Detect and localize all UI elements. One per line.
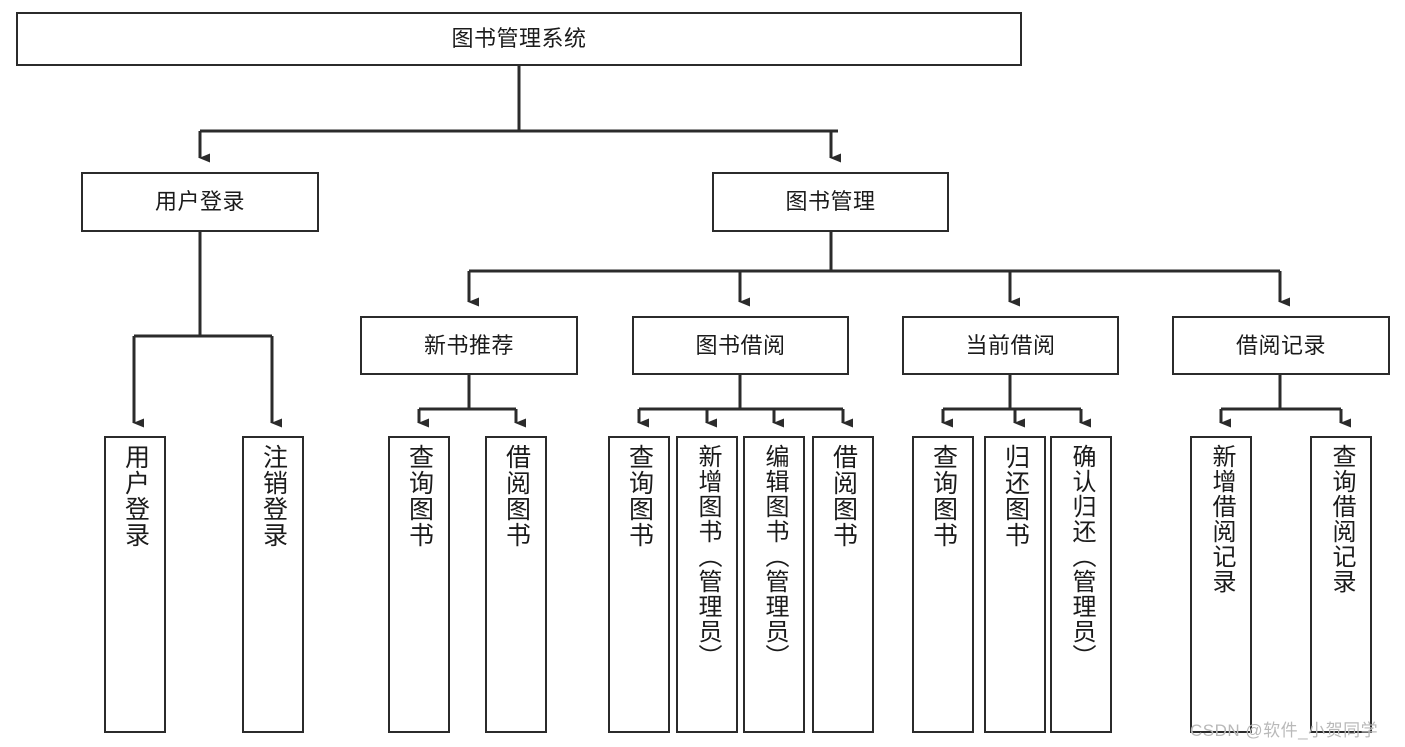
node-user-login[interactable]: 用户登录 — [81, 172, 319, 232]
node-label: 图书管理系统 — [451, 26, 587, 52]
node-label: 确认归还（管理员） — [1068, 444, 1095, 669]
node-label: 查询图书 — [405, 444, 434, 548]
node-label: 用户登录 — [154, 189, 245, 215]
node-book-borrow[interactable]: 图书借阅 — [632, 316, 849, 375]
node-label: 查询借阅记录 — [1328, 444, 1355, 594]
node-label: 查询图书 — [625, 444, 654, 548]
node-label: 查询图书 — [929, 444, 958, 548]
node-label: 编辑图书（管理员） — [761, 444, 788, 669]
leaf-query-borrow-record[interactable]: 查询借阅记录 — [1310, 436, 1372, 733]
node-current-borrow[interactable]: 当前借阅 — [902, 316, 1119, 375]
leaf-user-login[interactable]: 用户登录 — [104, 436, 166, 733]
leaf-query-book-newbook[interactable]: 查询图书 — [388, 436, 450, 733]
leaf-add-borrow-record[interactable]: 新增借阅记录 — [1190, 436, 1252, 733]
node-label: 新增图书（管理员） — [694, 444, 721, 669]
node-label: 借阅图书 — [829, 444, 858, 548]
node-root-system[interactable]: 图书管理系统 — [16, 12, 1022, 66]
leaf-query-book-current[interactable]: 查询图书 — [912, 436, 974, 733]
leaf-borrow-book-newbook[interactable]: 借阅图书 — [485, 436, 547, 733]
node-label: 图书借阅 — [695, 332, 786, 358]
node-label: 当前借阅 — [965, 332, 1056, 358]
node-new-book-recommend[interactable]: 新书推荐 — [360, 316, 578, 375]
node-label: 新书推荐 — [423, 332, 514, 358]
node-label: 用户登录 — [121, 444, 150, 548]
node-label: 归还图书 — [1001, 444, 1030, 548]
node-label: 图书管理 — [785, 189, 876, 215]
node-label: 借阅图书 — [502, 444, 531, 548]
csdn-watermark: CSDN @软件_小贺同学 — [1190, 721, 1379, 740]
leaf-logout[interactable]: 注销登录 — [242, 436, 304, 733]
leaf-edit-book-admin[interactable]: 编辑图书（管理员） — [743, 436, 805, 733]
node-label: 注销登录 — [259, 444, 288, 548]
node-label: 借阅记录 — [1235, 332, 1326, 358]
node-book-management[interactable]: 图书管理 — [712, 172, 949, 232]
leaf-return-book[interactable]: 归还图书 — [984, 436, 1046, 733]
node-borrow-records[interactable]: 借阅记录 — [1172, 316, 1390, 375]
leaf-add-book-admin[interactable]: 新增图书（管理员） — [676, 436, 738, 733]
leaf-query-book-borrow[interactable]: 查询图书 — [608, 436, 670, 733]
leaf-confirm-return-admin[interactable]: 确认归还（管理员） — [1050, 436, 1112, 733]
leaf-borrow-book[interactable]: 借阅图书 — [812, 436, 874, 733]
node-label: 新增借阅记录 — [1208, 444, 1235, 594]
